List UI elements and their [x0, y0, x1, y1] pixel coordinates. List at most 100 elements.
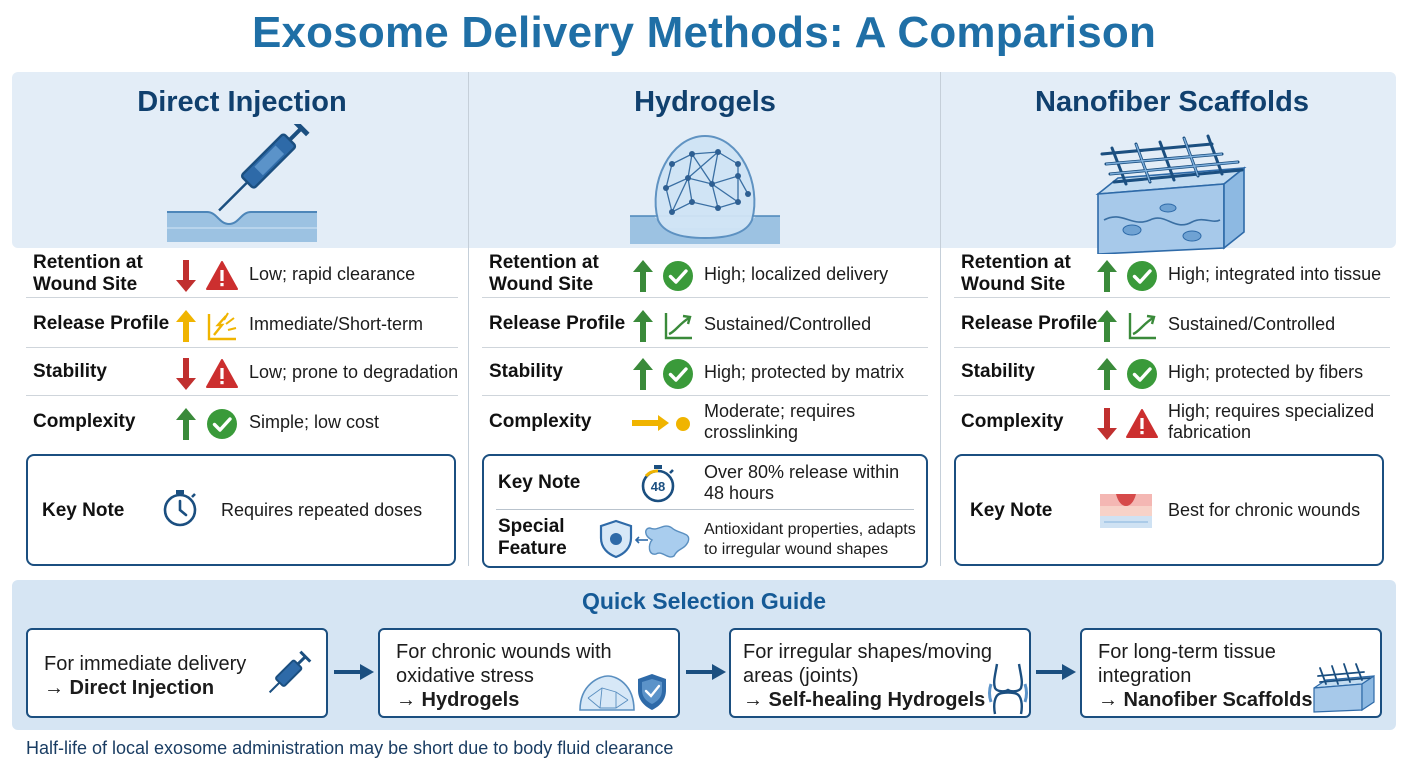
- guide-item-result: → Self-healing Hydrogels: [743, 689, 986, 711]
- warning-icon: [206, 358, 238, 390]
- arrow-up-icon: [631, 258, 655, 294]
- row-complexity: Complexity Simple; low cost: [26, 398, 458, 446]
- burst-release-icon: [206, 310, 238, 342]
- guide-item-hydrogels: For chronic wounds with oxidative stress…: [378, 628, 680, 718]
- divider: [26, 297, 458, 298]
- row-value: High; protected by matrix: [704, 361, 905, 382]
- dot-icon: [676, 417, 690, 431]
- column-nanofiber-scaffolds: Nanofiber Scaffolds Retention at Wound S…: [954, 72, 1390, 566]
- arrow-down-icon: [1095, 406, 1119, 442]
- guide-item-line: areas (joints): [743, 665, 859, 687]
- row-complexity: Complexity Moderate; requires crosslinki…: [482, 398, 928, 446]
- hydrogel-dome-icon: [630, 134, 780, 244]
- row-value: High; requires specialized fabrication: [1168, 401, 1375, 442]
- divider: [482, 347, 928, 348]
- key-note-box: Key Note 48 Over 80% release within 48 h…: [482, 454, 928, 568]
- check-icon: [1126, 260, 1158, 292]
- column-title: Direct Injection: [137, 86, 347, 118]
- row-release-profile: Release Profile Sustained/Controlled: [482, 300, 928, 348]
- trend-up-icon: [1126, 310, 1158, 342]
- row-value: Moderate; requires crosslinking: [704, 401, 856, 442]
- guide-item-line: For long-term tissue: [1098, 641, 1276, 663]
- row-complexity: Complexity High; requires specialized fa…: [954, 398, 1390, 446]
- row-value: High; protected by fibers: [1168, 361, 1364, 382]
- guide-item-line: integration: [1098, 665, 1192, 687]
- arrow-up-icon: [631, 308, 655, 344]
- row-value: Sustained/Controlled: [1168, 313, 1336, 334]
- nanofiber-block-icon: [1095, 134, 1247, 254]
- row-value: Low; rapid clearance: [249, 263, 416, 284]
- divider: [26, 347, 458, 348]
- arrow-up-icon: [174, 308, 198, 344]
- row-label: Retention at Wound Site: [489, 252, 599, 295]
- stopwatch-icon: [160, 488, 200, 528]
- arrow-down-icon: [174, 356, 198, 392]
- key-note-box: Key Note Requires repeated doses: [26, 454, 456, 566]
- row-retention: Retention at Wound Site High; localized …: [482, 250, 928, 298]
- timer-48-icon: 48: [641, 465, 675, 503]
- row-label: Retention at Wound Site: [33, 252, 143, 295]
- guide-item-line: For immediate delivery: [44, 653, 247, 675]
- row-value: High; integrated into tissue: [1168, 263, 1382, 284]
- hydrogel-shield-icon: [579, 674, 666, 711]
- arrow-up-icon: [174, 406, 198, 442]
- guide-item-line: For irregular shapes/moving: [743, 641, 992, 663]
- row-value: Low; prone to degradation: [249, 361, 459, 382]
- arrow-right-icon: [632, 415, 669, 431]
- guide-item-nanofiber-scaffolds: For long-term tissue integration → Nanof…: [1080, 628, 1382, 718]
- row-label: Stability: [33, 361, 107, 382]
- guide-item-direct-injection: For immediate delivery → Direct Injectio…: [26, 628, 328, 718]
- guide-item-result: → Hydrogels: [396, 689, 520, 711]
- row-stability: Stability High; protected by matrix: [482, 348, 928, 396]
- row-label: Stability: [489, 361, 563, 382]
- row-value: Immediate/Short-term: [249, 313, 424, 334]
- divider: [26, 395, 458, 396]
- arrow-up-icon: [1095, 258, 1119, 294]
- warning-icon: [206, 260, 238, 292]
- guide-item-result: → Direct Injection: [44, 677, 215, 699]
- skin-wound-icon: [1100, 494, 1152, 528]
- row-value: Sustained/Controlled: [704, 313, 872, 334]
- divider: [482, 297, 928, 298]
- column-divider: [940, 72, 941, 566]
- check-icon: [1126, 358, 1158, 390]
- row-label: Complexity: [961, 411, 1064, 432]
- key-note-label: Key Note: [498, 472, 581, 493]
- row-value: Simple; low cost: [249, 411, 380, 432]
- guide-arrow-icon: [334, 664, 374, 680]
- divider: [954, 297, 1390, 298]
- check-icon: [662, 358, 694, 390]
- divider: [482, 395, 928, 396]
- row-label: Complexity: [489, 411, 592, 432]
- row-value: High; localized delivery: [704, 263, 889, 284]
- guide-title: Quick Selection Guide: [581, 588, 827, 614]
- row-release-profile: Release Profile Sustained/Controlled: [954, 300, 1390, 348]
- key-note-label: Key Note: [42, 500, 125, 521]
- row-label: Release Profile: [33, 313, 170, 334]
- key-note-label: Key Note: [970, 500, 1053, 521]
- divider: [954, 395, 1390, 396]
- check-icon: [662, 260, 694, 292]
- column-title: Nanofiber Scaffolds: [1035, 86, 1309, 118]
- row-label: Release Profile: [961, 313, 1098, 334]
- guide-item-self-healing-hydrogels: For irregular shapes/moving areas (joint…: [729, 628, 1031, 718]
- arrow-up-icon: [1095, 308, 1119, 344]
- guide-item-line: For chronic wounds with: [396, 641, 612, 663]
- key-note-text: Best for chronic wounds: [1168, 500, 1361, 520]
- guide-arrow-icon: [1036, 664, 1076, 680]
- guide-item-result: → Nanofiber Scaffolds: [1098, 689, 1313, 711]
- timer-48-label: 48: [651, 479, 665, 494]
- column-divider: [468, 72, 469, 566]
- knee-joint-icon: [988, 663, 1028, 715]
- divider: [954, 347, 1390, 348]
- guide-item-line: oxidative stress: [396, 665, 534, 687]
- row-stability: Stability Low; prone to degradation: [26, 348, 458, 396]
- row-label: Release Profile: [489, 313, 626, 334]
- row-stability: Stability High; protected by fibers: [954, 348, 1390, 396]
- arrow-up-icon: [1095, 356, 1119, 392]
- key-note-text: Requires repeated doses: [221, 500, 423, 520]
- page-title: Exosome Delivery Methods: A Comparison: [251, 8, 1157, 57]
- row-label: Complexity: [33, 411, 136, 432]
- divider: [496, 509, 914, 510]
- column-title: Hydrogels: [634, 86, 776, 118]
